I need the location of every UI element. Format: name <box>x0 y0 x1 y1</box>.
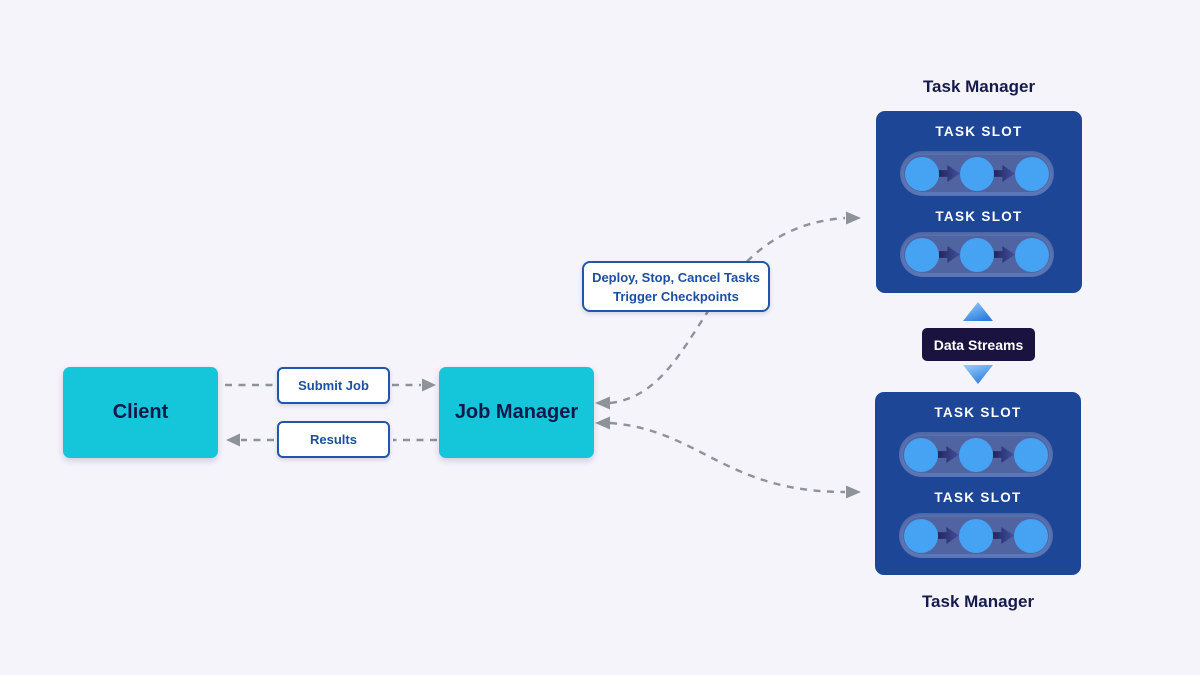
arrowhead-into-top-taskmanager-icon <box>846 211 861 225</box>
arrowhead-curve-bottom-into-jobmanager-icon <box>595 416 610 430</box>
task-circle <box>905 156 939 191</box>
task-circle <box>960 156 994 191</box>
task-slot-label: TASK SLOT <box>934 490 1022 505</box>
task-slot-pill <box>899 513 1053 558</box>
data-streams-up-arrow-icon <box>963 302 993 321</box>
flow-arrow-icon <box>994 165 1015 182</box>
task-slot-pill <box>900 232 1054 277</box>
client-node: Client <box>63 367 218 458</box>
task-circle <box>1014 518 1048 553</box>
deploy-tasks-label: Deploy, Stop, Cancel Tasks Trigger Check… <box>582 261 770 312</box>
data-streams-down-arrow-icon <box>963 365 993 384</box>
flow-arrow-icon <box>938 527 959 544</box>
task-slot-pill-inner <box>904 236 1050 273</box>
bottom-task-manager-title: Task Manager <box>921 592 1035 611</box>
results-label: Results <box>277 421 390 458</box>
results-text: Results <box>310 432 357 447</box>
arrowhead-into-client-icon <box>226 433 240 447</box>
flow-arrow-icon <box>939 165 960 182</box>
top-task-manager-node: TASK SLOT TASK SLOT <box>876 111 1082 293</box>
task-slot-pill <box>899 432 1053 477</box>
task-circle <box>960 237 994 272</box>
arrowhead-into-bottom-taskmanager-icon <box>846 485 861 499</box>
job-manager-label: Job Manager <box>454 401 579 423</box>
flow-arrow-icon <box>938 446 959 463</box>
top-task-manager-title: Task Manager <box>922 77 1036 96</box>
flow-arrow-icon <box>939 246 960 263</box>
submit-job-text: Submit Job <box>298 378 369 393</box>
client-label: Client <box>112 401 169 423</box>
submit-job-label: Submit Job <box>277 367 390 404</box>
job-manager-node: Job Manager <box>439 367 594 458</box>
task-slot-pill <box>900 151 1054 196</box>
task-circle <box>904 437 938 472</box>
task-slot-label: TASK SLOT <box>934 405 1022 420</box>
flow-arrow-icon <box>994 246 1015 263</box>
task-slot-pill-inner <box>903 517 1049 554</box>
task-slot-pill-inner <box>904 155 1050 192</box>
task-slot-label: TASK SLOT <box>935 209 1023 224</box>
data-streams-text: Data Streams <box>933 336 1024 353</box>
deploy-tasks-line2: Trigger Checkpoints <box>613 288 739 304</box>
task-circle <box>904 518 938 553</box>
arrowhead-curve-top-into-jobmanager-icon <box>595 396 610 410</box>
task-slot-label: TASK SLOT <box>935 124 1023 139</box>
task-slot-pill-inner <box>903 436 1049 473</box>
task-circle <box>905 237 939 272</box>
flow-arrow-icon <box>993 446 1014 463</box>
bottom-task-manager-node: TASK SLOT TASK SLOT <box>875 392 1081 575</box>
task-circle <box>1015 156 1049 191</box>
dashed-curve-jobmanager-bottom-taskmanager <box>609 421 846 494</box>
deploy-tasks-line1: Deploy, Stop, Cancel Tasks <box>592 269 760 285</box>
task-circle <box>1014 437 1048 472</box>
flow-arrow-icon <box>993 527 1014 544</box>
data-streams-badge: Data Streams <box>922 328 1035 361</box>
task-circle <box>959 437 993 472</box>
task-circle <box>1015 237 1049 272</box>
task-circle <box>959 518 993 553</box>
arrowhead-into-jobmanager-icon <box>422 378 436 392</box>
